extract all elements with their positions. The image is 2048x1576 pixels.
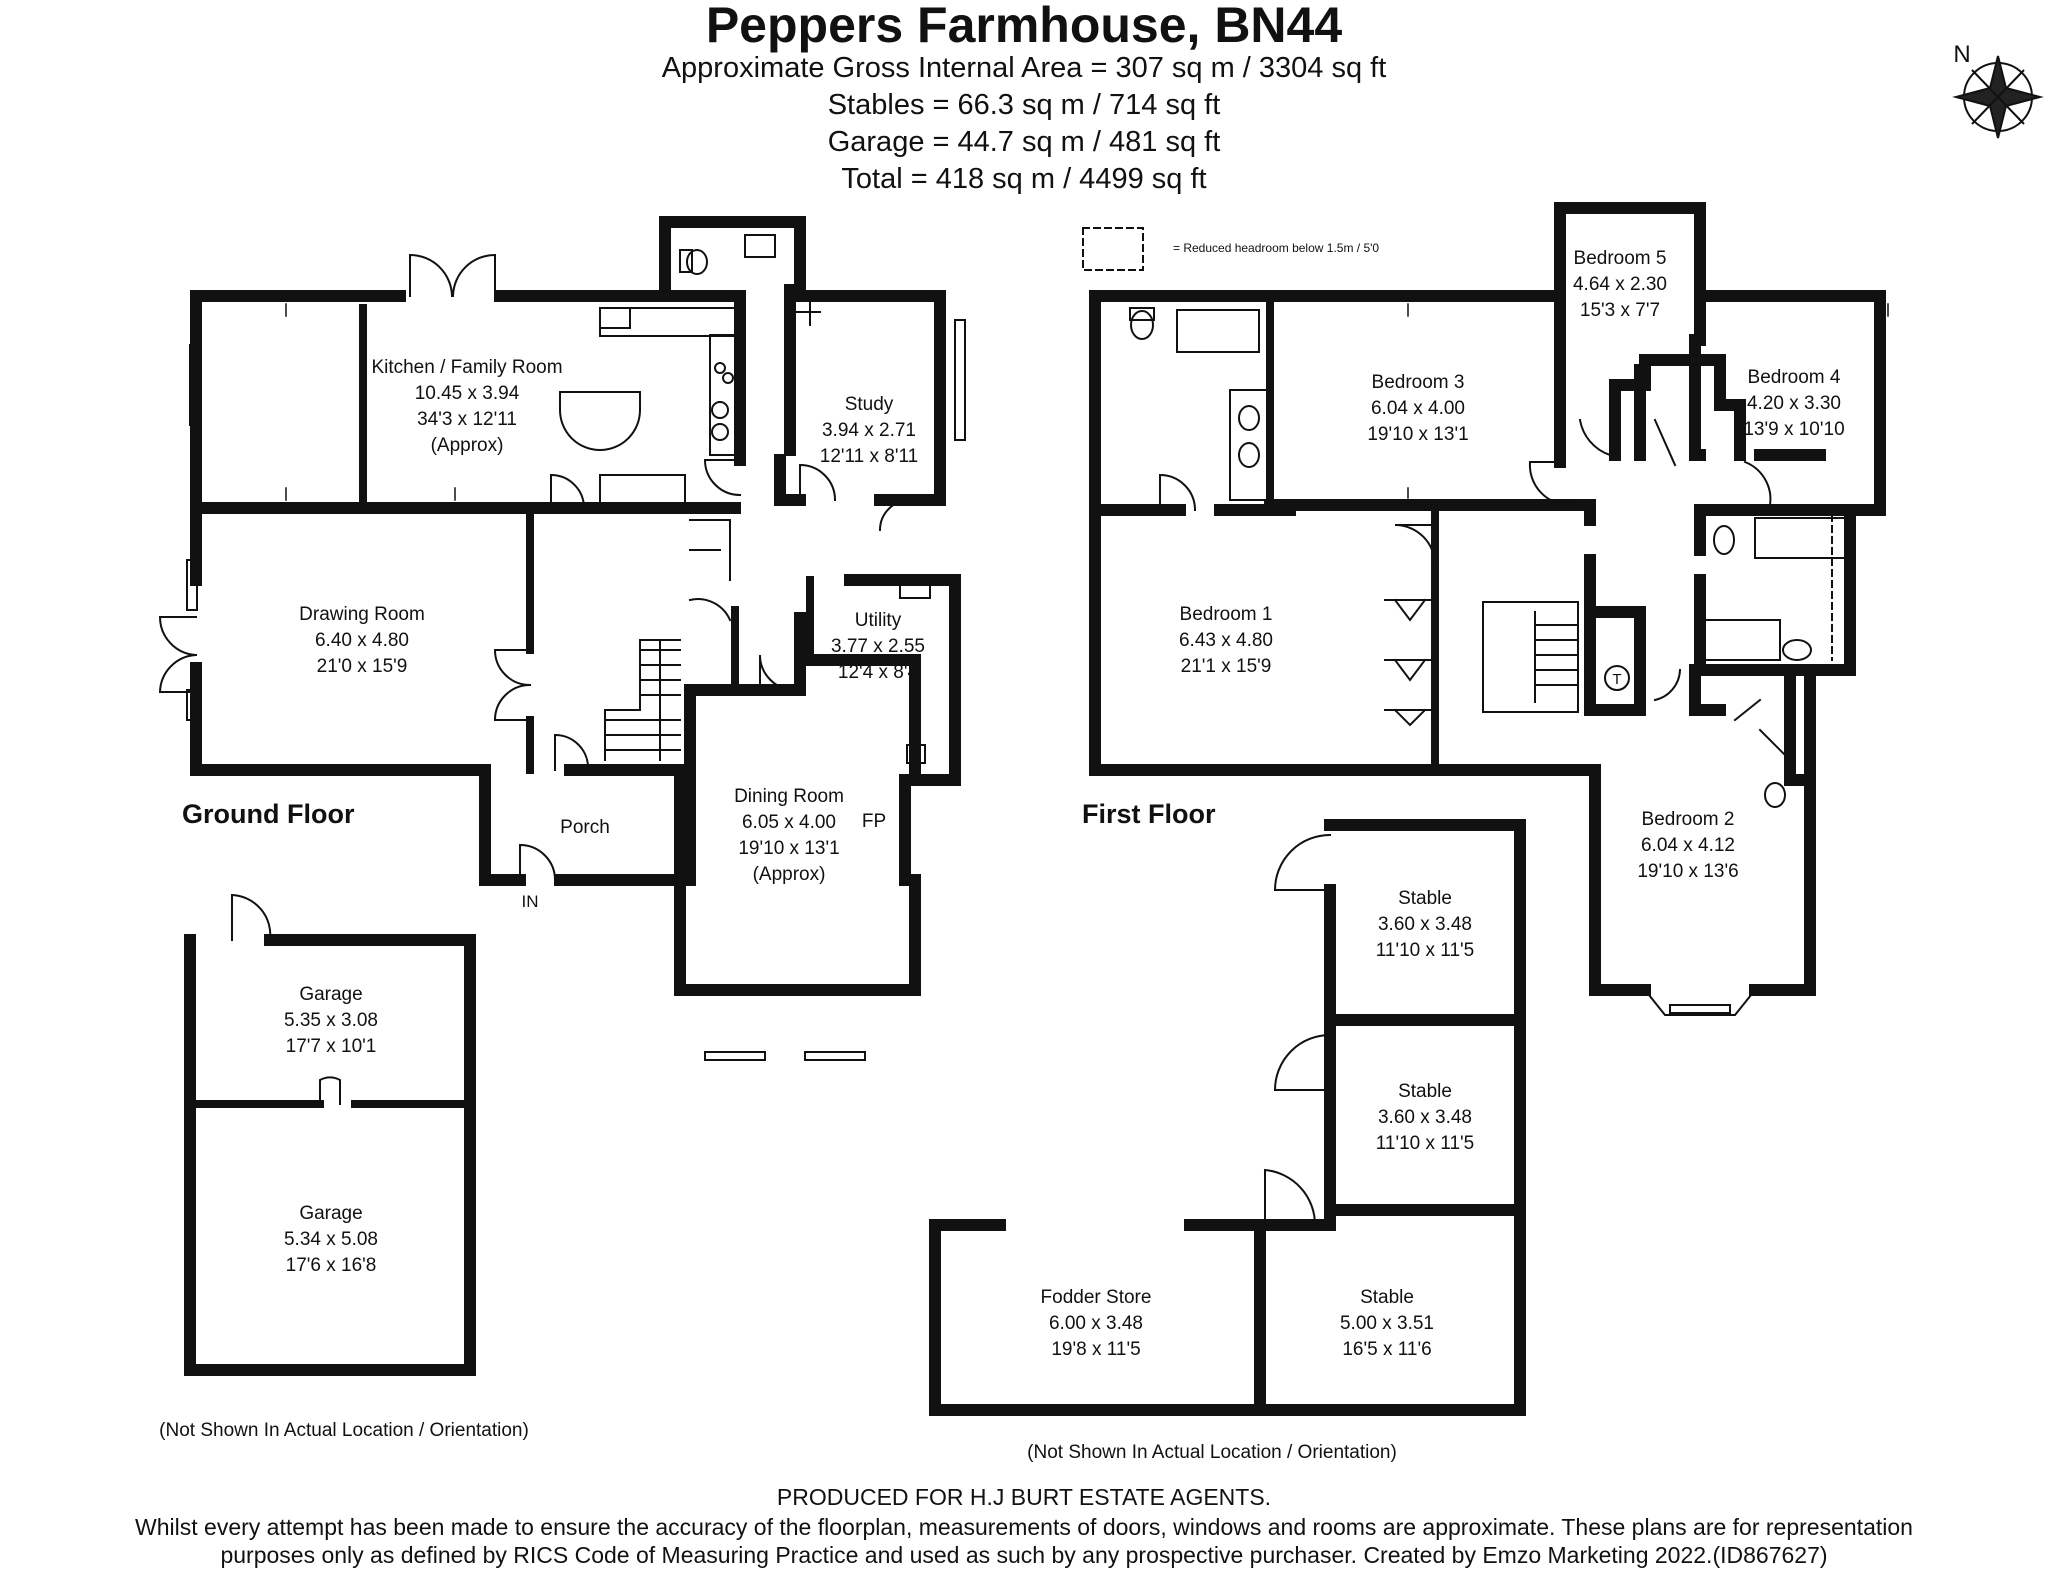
svg-text:Utility: Utility <box>855 610 902 631</box>
svg-text:19'10 x 13'1: 19'10 x 13'1 <box>738 838 839 859</box>
svg-text:(Approx): (Approx) <box>431 435 504 456</box>
svg-text:5.35 x 3.08: 5.35 x 3.08 <box>284 1010 378 1031</box>
room-kitchen: Kitchen / Family Room 10.45 x 3.94 34'3 … <box>371 357 562 456</box>
svg-text:34'3 x 12'11: 34'3 x 12'11 <box>417 409 517 430</box>
footer-disclaimer-line-2: purposes only as defined by RICS Code of… <box>220 1542 1828 1568</box>
svg-text:6.04 x 4.00: 6.04 x 4.00 <box>1371 398 1465 419</box>
area-total: Total = 418 sq m / 4499 sq ft <box>841 163 1207 195</box>
svg-text:10.45 x 3.94: 10.45 x 3.94 <box>415 383 520 404</box>
footer-disclaimer-line-1: Whilst every attempt has been made to en… <box>135 1514 1913 1540</box>
svg-text:Porch: Porch <box>560 817 610 838</box>
svg-text:6.00 x 3.48: 6.00 x 3.48 <box>1049 1313 1143 1334</box>
compass-rose <box>1952 55 2044 139</box>
room-garage-2: Garage 5.34 x 5.08 17'6 x 16'8 <box>284 1203 378 1276</box>
footer-produced-for: PRODUCED FOR H.J BURT ESTATE AGENTS. <box>776 1484 1272 1510</box>
svg-text:19'10 x 13'1: 19'10 x 13'1 <box>1367 424 1468 445</box>
svg-text:Bedroom 1: Bedroom 1 <box>1180 604 1273 625</box>
area-garage: Garage = 44.7 sq m / 481 sq ft <box>827 126 1221 158</box>
ground-floor-label: Ground Floor <box>182 799 355 829</box>
legend-text: = Reduced headroom below 1.5m / 5'0 <box>1173 241 1379 255</box>
area-gross: Approximate Gross Internal Area = 307 sq… <box>661 52 1387 84</box>
ground-floor-walls <box>184 216 961 1376</box>
room-garage-1: Garage 5.35 x 3.08 17'7 x 10'1 <box>284 984 378 1057</box>
note-first: (Not Shown In Actual Location / Orientat… <box>1027 1442 1397 1463</box>
tank-marker: T <box>1612 671 1621 688</box>
compass-north-label: N <box>1953 41 1970 68</box>
svg-text:16'5 x 11'6: 16'5 x 11'6 <box>1342 1339 1431 1360</box>
svg-text:Bedroom 2: Bedroom 2 <box>1642 809 1735 830</box>
first-floor-stairs <box>1482 601 1579 713</box>
svg-text:3.60 x 3.48: 3.60 x 3.48 <box>1378 914 1472 935</box>
room-study: Study 3.94 x 2.71 12'11 x 8'11 <box>820 394 918 467</box>
svg-text:6.40 x 4.80: 6.40 x 4.80 <box>315 630 409 651</box>
room-bedroom-4: Bedroom 4 4.20 x 3.30 13'9 x 10'10 <box>1743 367 1844 440</box>
first-floor-label: First Floor <box>1082 799 1216 829</box>
room-dining: Dining Room 6.05 x 4.00 19'10 x 13'1 (Ap… <box>734 786 844 885</box>
svg-text:Bedroom 4: Bedroom 4 <box>1748 367 1841 388</box>
svg-text:11'10 x 11'5: 11'10 x 11'5 <box>1376 940 1474 961</box>
svg-text:Stable: Stable <box>1398 1081 1452 1102</box>
svg-text:3.77 x 2.55: 3.77 x 2.55 <box>831 636 925 657</box>
room-bedroom-3: Bedroom 3 6.04 x 4.00 19'10 x 13'1 <box>1367 372 1468 445</box>
svg-text:Garage: Garage <box>299 1203 362 1224</box>
svg-text:6.05 x 4.00: 6.05 x 4.00 <box>742 812 836 833</box>
svg-text:17'6 x 16'8: 17'6 x 16'8 <box>286 1255 377 1276</box>
svg-text:Study: Study <box>845 394 894 415</box>
svg-text:6.04 x 4.12: 6.04 x 4.12 <box>1641 835 1735 856</box>
fireplace-marker: FP <box>862 811 886 832</box>
svg-text:Bedroom 3: Bedroom 3 <box>1372 372 1465 393</box>
room-stable-1: Stable 3.60 x 3.48 11'10 x 11'5 <box>1376 888 1474 961</box>
note-ground: (Not Shown In Actual Location / Orientat… <box>159 1420 529 1441</box>
svg-text:Dining Room: Dining Room <box>734 786 844 807</box>
svg-text:13'9 x 10'10: 13'9 x 10'10 <box>1743 419 1844 440</box>
svg-text:4.20 x 3.30: 4.20 x 3.30 <box>1747 393 1841 414</box>
entrance-marker: IN <box>522 892 539 911</box>
svg-text:21'1 x 15'9: 21'1 x 15'9 <box>1181 656 1272 677</box>
svg-text:12'4 x 8'4: 12'4 x 8'4 <box>838 662 919 683</box>
svg-text:21'0 x 15'9: 21'0 x 15'9 <box>317 656 408 677</box>
svg-text:Garage: Garage <box>299 984 362 1005</box>
room-drawing: Drawing Room 6.40 x 4.80 21'0 x 15'9 <box>299 604 425 677</box>
svg-text:12'11 x 8'11: 12'11 x 8'11 <box>820 446 918 467</box>
svg-text:Drawing Room: Drawing Room <box>299 604 425 625</box>
room-utility: Utility 3.77 x 2.55 12'4 x 8'4 <box>831 610 925 683</box>
room-stable-2: Stable 3.60 x 3.48 11'10 x 11'5 <box>1376 1081 1474 1154</box>
plan-title: Peppers Farmhouse, BN44 <box>705 0 1343 53</box>
svg-text:15'3 x 7'7: 15'3 x 7'7 <box>1580 300 1660 321</box>
svg-text:6.43 x 4.80: 6.43 x 4.80 <box>1179 630 1273 651</box>
svg-text:Fodder Store: Fodder Store <box>1041 1287 1152 1308</box>
area-stables: Stables = 66.3 sq m / 714 sq ft <box>827 89 1221 121</box>
svg-text:Stable: Stable <box>1360 1287 1414 1308</box>
svg-text:11'10 x 11'5: 11'10 x 11'5 <box>1376 1133 1474 1154</box>
svg-text:(Approx): (Approx) <box>753 864 826 885</box>
room-fodder-store: Fodder Store 6.00 x 3.48 19'8 x 11'5 <box>1041 1287 1152 1360</box>
room-bedroom-2: Bedroom 2 6.04 x 4.12 19'10 x 13'6 <box>1637 809 1738 882</box>
svg-text:19'8 x 11'5: 19'8 x 11'5 <box>1051 1339 1140 1360</box>
svg-text:Kitchen / Family Room: Kitchen / Family Room <box>371 357 562 378</box>
boiler-marker: B <box>912 749 920 763</box>
room-porch: Porch <box>560 817 610 838</box>
svg-text:5.34 x 5.08: 5.34 x 5.08 <box>284 1229 378 1250</box>
svg-text:19'10 x 13'6: 19'10 x 13'6 <box>1637 861 1738 882</box>
tank-circle <box>1604 665 1630 691</box>
room-stable-3: Stable 5.00 x 3.51 16'5 x 11'6 <box>1340 1287 1434 1360</box>
svg-text:3.94 x 2.71: 3.94 x 2.71 <box>822 420 916 441</box>
svg-text:Bedroom 5: Bedroom 5 <box>1574 248 1667 269</box>
room-bedroom-1: Bedroom 1 6.43 x 4.80 21'1 x 15'9 <box>1179 604 1273 677</box>
svg-text:Stable: Stable <box>1398 888 1452 909</box>
first-floor-walls <box>929 202 1886 1416</box>
ground-floor-stairs <box>604 639 681 761</box>
svg-text:3.60 x 3.48: 3.60 x 3.48 <box>1378 1107 1472 1128</box>
svg-text:4.64 x 2.30: 4.64 x 2.30 <box>1573 274 1667 295</box>
svg-text:5.00 x 3.51: 5.00 x 3.51 <box>1340 1313 1434 1334</box>
room-bedroom-5: Bedroom 5 4.64 x 2.30 15'3 x 7'7 <box>1573 248 1667 321</box>
svg-text:17'7 x 10'1: 17'7 x 10'1 <box>286 1036 377 1057</box>
